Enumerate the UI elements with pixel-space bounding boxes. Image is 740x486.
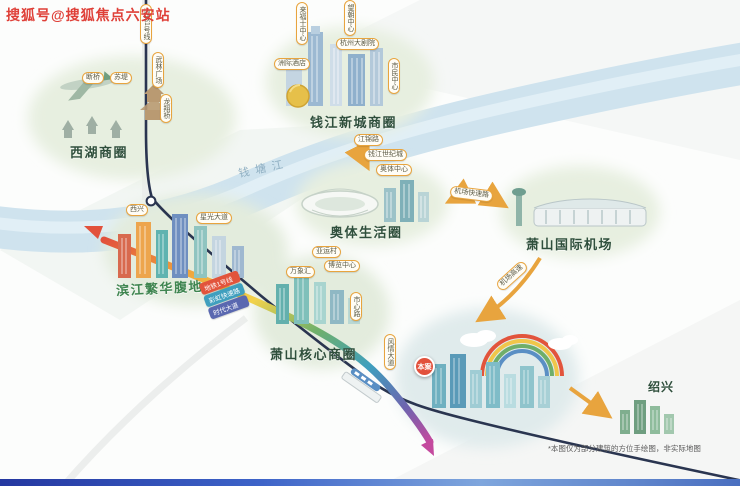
map-tag: 洲际酒店: [274, 58, 310, 71]
map-tag: 望朝中心: [344, 0, 357, 36]
map-tag: 地铁1号线: [140, 4, 153, 44]
zone-label-xihu: 西湖商圈: [70, 145, 129, 160]
connector-arrows: [344, 139, 613, 419]
rainbow-arrowhead-start: [84, 226, 103, 239]
map-tag: 西兴: [126, 204, 148, 217]
map-tag: 江锦路: [354, 134, 383, 147]
map-tag: 断桥: [82, 72, 104, 85]
zone-label-qianjiang: 钱江新城商圈: [310, 115, 398, 130]
map-tag: 博览中心: [324, 260, 360, 273]
map-tag: 杭州大剧院: [336, 38, 379, 51]
golden-sphere-icon: [286, 84, 310, 108]
zone-label-xiaoshan-core: 萧山核心商圈: [270, 347, 358, 362]
train-station-illustration: [341, 368, 382, 403]
project-marker: 本案: [414, 356, 435, 377]
project-marker-label: 本案: [417, 363, 432, 371]
stone-pagodas-icon: [62, 116, 122, 138]
rainbow-arrowhead-end: [421, 439, 434, 456]
arrow-to-shaoxing: [568, 386, 613, 419]
map-tag: 奥体中心: [376, 164, 412, 177]
arrow-airport-to-project: [475, 256, 542, 323]
zone-label-airport: 萧山国际机场: [526, 237, 614, 252]
map-tag: 武林广场: [152, 52, 165, 88]
aoti-illustration: [301, 180, 429, 222]
clouds-icon: [460, 330, 578, 350]
zone-label-shaoxing: 绍兴: [648, 380, 675, 394]
map-tag: 来福士中心: [296, 2, 309, 45]
map-tag: 风情大道: [384, 334, 397, 370]
map-tag: 市心路: [350, 292, 363, 321]
metro-line: [144, 0, 740, 482]
sohu-watermark: 搜狐号@搜狐焦点六安站: [6, 7, 171, 23]
project-area-illustration: [432, 330, 578, 408]
metro-station-dot: [145, 195, 157, 207]
map-tag: 钱江世纪城: [364, 149, 407, 162]
map-tag: 龙翔桥: [160, 94, 173, 123]
binjiang-illustration: [118, 214, 244, 278]
airport-illustration: [512, 188, 647, 227]
map-tag: 万象汇: [286, 266, 315, 279]
shaoxing-illustration: [620, 400, 674, 434]
disclaimer-note: *本图仅为部分建筑的方位手绘图，非实际地图: [548, 444, 701, 453]
map-tag: 苏堤: [110, 72, 132, 85]
qianjiang-illustration: [286, 26, 383, 108]
map-tag: 市民中心: [388, 58, 401, 94]
bottom-bar: [0, 479, 740, 486]
zone-label-aoti: 奥体生活圈: [330, 225, 403, 240]
control-tower-icon: [516, 192, 522, 226]
map-tag: 亚运村: [312, 246, 341, 259]
map-tag: 星光大道: [196, 212, 232, 225]
